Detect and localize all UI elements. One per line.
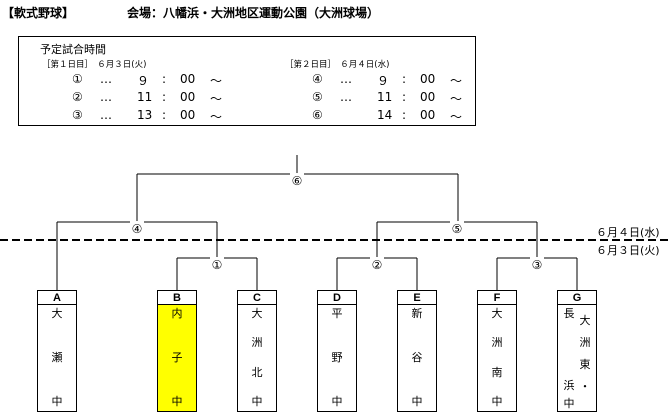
schedule-min: 00 [420, 108, 436, 122]
schedule-hour: 13 [137, 108, 153, 122]
team-letter: B [158, 291, 196, 305]
schedule-hour: ９ [137, 74, 150, 88]
schedule-tilde: ～ [210, 92, 223, 106]
team-letter: F [478, 291, 516, 305]
game-label: ⑥ [292, 174, 303, 188]
schedule-hour: 11 [377, 90, 393, 104]
schedule-tilde: ～ [450, 92, 463, 106]
schedule-tilde: ～ [450, 110, 463, 124]
schedule-hour: 11 [137, 90, 153, 104]
schedule-mark: ④ [312, 72, 323, 86]
schedule-tilde: ～ [210, 110, 223, 124]
schedule-mark: ⑥ [312, 108, 323, 122]
schedule-colon: : [162, 72, 167, 86]
team-box-a: A 大瀬中 [37, 290, 77, 412]
schedule-mark: ② [72, 90, 83, 104]
schedule-min: 00 [180, 72, 196, 86]
venue-title: 会場：八幡浜・大洲地区運動公園（大洲球場） [127, 6, 380, 20]
team-box-d: D 平野中 [317, 290, 357, 412]
schedule-dots: … [340, 72, 352, 86]
schedule-mark: ⑤ [312, 90, 323, 104]
schedule-min: 00 [180, 108, 196, 122]
team-letter: G [558, 291, 596, 305]
team-box-c: C 大洲北中 [237, 290, 277, 412]
schedule-dots: … [340, 90, 352, 104]
team-school: 内子中 [158, 305, 196, 411]
schedule-dots: … [100, 108, 112, 122]
schedule-min: 00 [420, 90, 436, 104]
game-label-bg [130, 221, 144, 235]
schedule-colon: : [402, 108, 407, 122]
team-letter: A [38, 291, 76, 305]
team-school: 大瀬中 [51, 307, 63, 408]
team-school: 大洲南中 [491, 307, 503, 408]
game-label: ① [212, 258, 223, 272]
day1-label: ［第１日目］ ６月３日(火) [42, 60, 147, 70]
schedule-hour: 14 [377, 108, 393, 122]
schedule-dots: … [100, 72, 112, 86]
team-school: 大洲北中 [251, 307, 263, 408]
game-label: ⑤ [452, 222, 463, 236]
game-label-bg [450, 221, 464, 235]
schedule-colon: : [162, 108, 167, 122]
team-box-e: E 新谷中 [397, 290, 437, 412]
schedule-tilde: ～ [210, 74, 223, 88]
game-label-bg [210, 257, 224, 271]
schedule-colon: : [402, 72, 407, 86]
date-label-day1: ６月３日(火) [596, 244, 660, 257]
sport-title: 【軟式野球】 [2, 6, 75, 20]
game-label-bg [290, 173, 304, 187]
schedule-colon: : [162, 90, 167, 104]
team-box-g: G 長浜中大洲東・ [557, 290, 597, 412]
schedule-dots: … [100, 90, 112, 104]
team-school: 長浜中大洲東・ [563, 307, 591, 410]
schedule-box [18, 36, 476, 126]
team-letter: D [318, 291, 356, 305]
schedule-title: 予定試合時間 [40, 43, 106, 56]
schedule-min: 00 [420, 72, 436, 86]
team-school: 新谷中 [411, 307, 423, 408]
team-letter: C [238, 291, 276, 305]
day2-label: ［第２日目］ ６月４日(水) [285, 60, 390, 70]
schedule-tilde: ～ [450, 74, 463, 88]
game-label: ④ [132, 222, 143, 236]
schedule-min: 00 [180, 90, 196, 104]
team-box-f: F 大洲南中 [477, 290, 517, 412]
game-label-bg [530, 257, 544, 271]
game-label: ③ [532, 258, 543, 272]
schedule-hour: ９ [377, 74, 390, 88]
schedule-colon: : [402, 90, 407, 104]
team-letter: E [398, 291, 436, 305]
date-label-day2: ６月４日(水) [596, 226, 660, 239]
game-label-bg [370, 257, 384, 271]
schedule-mark: ③ [72, 108, 83, 122]
game-label: ② [372, 258, 383, 272]
team-school: 平野中 [331, 307, 343, 408]
schedule-mark: ① [72, 72, 83, 86]
